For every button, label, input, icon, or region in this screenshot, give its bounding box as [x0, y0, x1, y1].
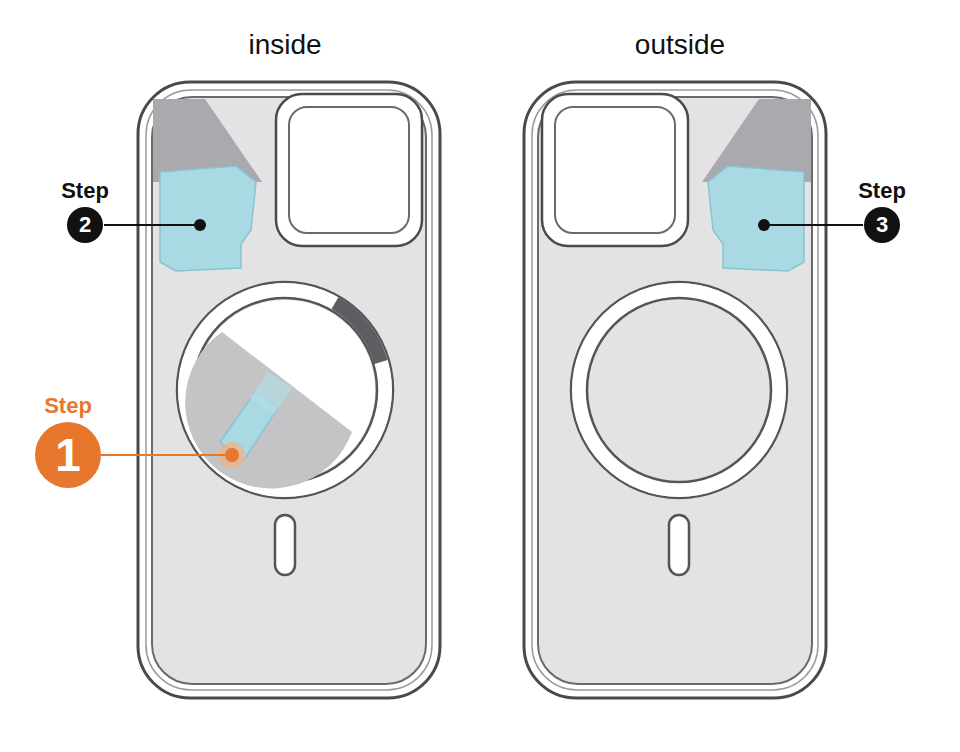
leader-line — [104, 224, 200, 226]
pull-tab-end — [250, 372, 292, 414]
step-callout: Step 2 — [61, 179, 109, 243]
callout-circle: 3 — [864, 207, 900, 243]
step-label: Step — [858, 179, 906, 203]
step-callout: Step 1 — [35, 394, 101, 488]
view-heading: inside — [248, 29, 321, 61]
leader-line — [100, 454, 232, 456]
callout-number: 1 — [55, 432, 81, 478]
step-label: Step — [44, 394, 92, 418]
leader-line — [764, 224, 863, 226]
leader-dot — [758, 219, 770, 231]
ring-segment — [335, 303, 381, 362]
leader-dot — [194, 219, 206, 231]
callout-number: 3 — [876, 214, 888, 236]
view-heading: outside — [635, 29, 725, 61]
callout-circle: 2 — [67, 207, 103, 243]
leader-dot — [225, 448, 239, 462]
step-callout: Step 3 — [858, 179, 906, 243]
step-label: Step — [61, 179, 109, 203]
ring-film — [185, 332, 352, 489]
case-inside — [138, 82, 440, 698]
case-outside — [524, 82, 826, 698]
callout-number: 2 — [79, 214, 91, 236]
callout-circle: 1 — [35, 422, 101, 488]
